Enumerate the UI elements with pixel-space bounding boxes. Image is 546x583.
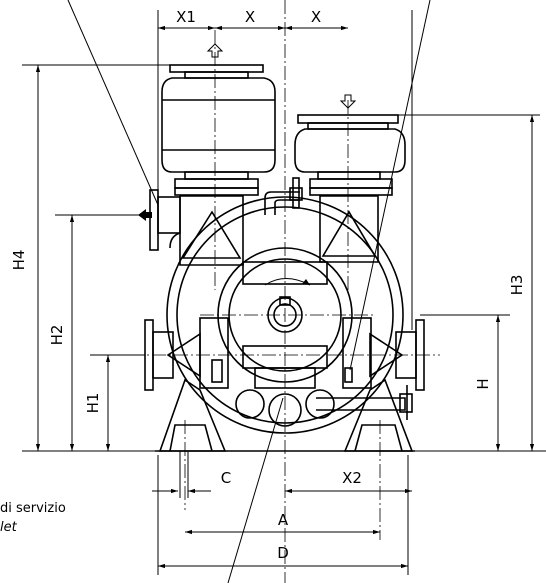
dim-label-h2: H2 [48,325,66,346]
right-flange [342,317,425,391]
leader-lines [67,0,431,583]
dim-label-h4: H4 [10,250,28,271]
left-separator [149,64,276,266]
dim-label-c: C [221,469,231,487]
extension-lines [22,10,546,575]
outlet-arrow-icon [206,43,224,58]
dim-label-h3: H3 [508,275,526,296]
service-note: di servizio [0,501,66,516]
inlet-arrow-icon [339,94,357,109]
dim-label-x-left: X [245,8,255,26]
dim-label-h1: H1 [84,393,102,414]
dim-label-a: A [278,511,289,529]
centerlines [130,0,440,583]
right-suction [294,114,406,263]
dim-label-x1: X1 [176,8,196,26]
pump-body [166,196,404,434]
left-flange [144,317,229,391]
dim-label-d: D [277,544,289,562]
dimension-lines [35,25,535,569]
drain-ports [211,359,413,427]
dim-label-x2: X2 [342,469,362,487]
dim-label-h: H [474,378,492,389]
dim-label-x-right: X [311,8,321,26]
service-liquid-arrow-icon [138,209,152,221]
pump-feet [155,378,415,498]
outlet-note: let [0,520,18,535]
